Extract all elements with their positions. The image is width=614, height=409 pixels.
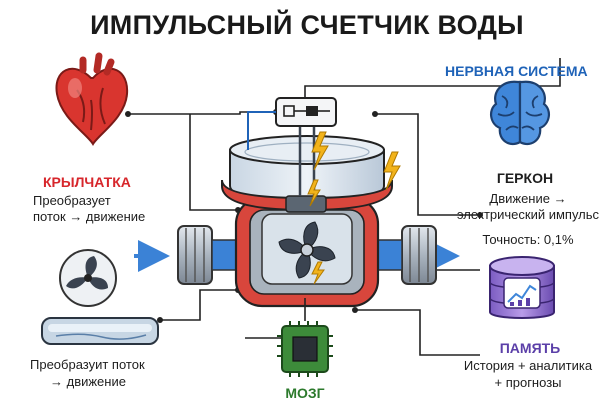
reed-switch-desc-2: электрический импульс [456, 207, 600, 222]
brain-label: МОЗГ [285, 385, 325, 401]
impeller-desc-2: поток → движение [33, 209, 146, 224]
impeller-label: КРЫЛЧАТКА [43, 174, 131, 190]
pipe-desc-1: Преобразуит поток [30, 357, 145, 372]
fan-icon [59, 249, 117, 307]
pipe-right [377, 225, 437, 285]
line-right-down [355, 309, 480, 356]
memory-label: ПАМЯТЬ [499, 340, 561, 356]
reed-switch-desc-1: Движение → [489, 191, 567, 206]
meter-body [221, 124, 393, 308]
impeller-icon [278, 221, 336, 279]
chip-icon [277, 298, 333, 377]
heart-icon [55, 52, 129, 146]
accuracy-text: Точность: 0,1% [482, 232, 574, 247]
page-title: ИМПУЛЬСНЫЙ СЧЕТЧИК ВОДЫ [90, 10, 524, 40]
line-right-to-brain [375, 113, 480, 216]
pipe-left [177, 225, 237, 285]
connector-lines [128, 58, 561, 356]
brain-icon [490, 80, 550, 146]
impeller-desc-1: Преобразует [33, 193, 111, 208]
pipe-desc-2: → движение [50, 374, 126, 389]
lightning-icon [307, 131, 401, 285]
memory-desc-2: + прогнозы [494, 375, 562, 390]
sensor-module-icon [275, 97, 337, 127]
line-pipe-left [160, 289, 238, 321]
database-icon [489, 256, 555, 319]
line-sensor-top [304, 58, 561, 98]
pipe-icon [41, 317, 159, 345]
reed-switch-label: ГЕРКОН [496, 170, 554, 186]
line-heart-down [189, 114, 238, 211]
nervous-system-label: НЕРВНАЯ СИСТЕМА [445, 63, 588, 79]
memory-desc-1: История + аналитика [463, 358, 593, 373]
